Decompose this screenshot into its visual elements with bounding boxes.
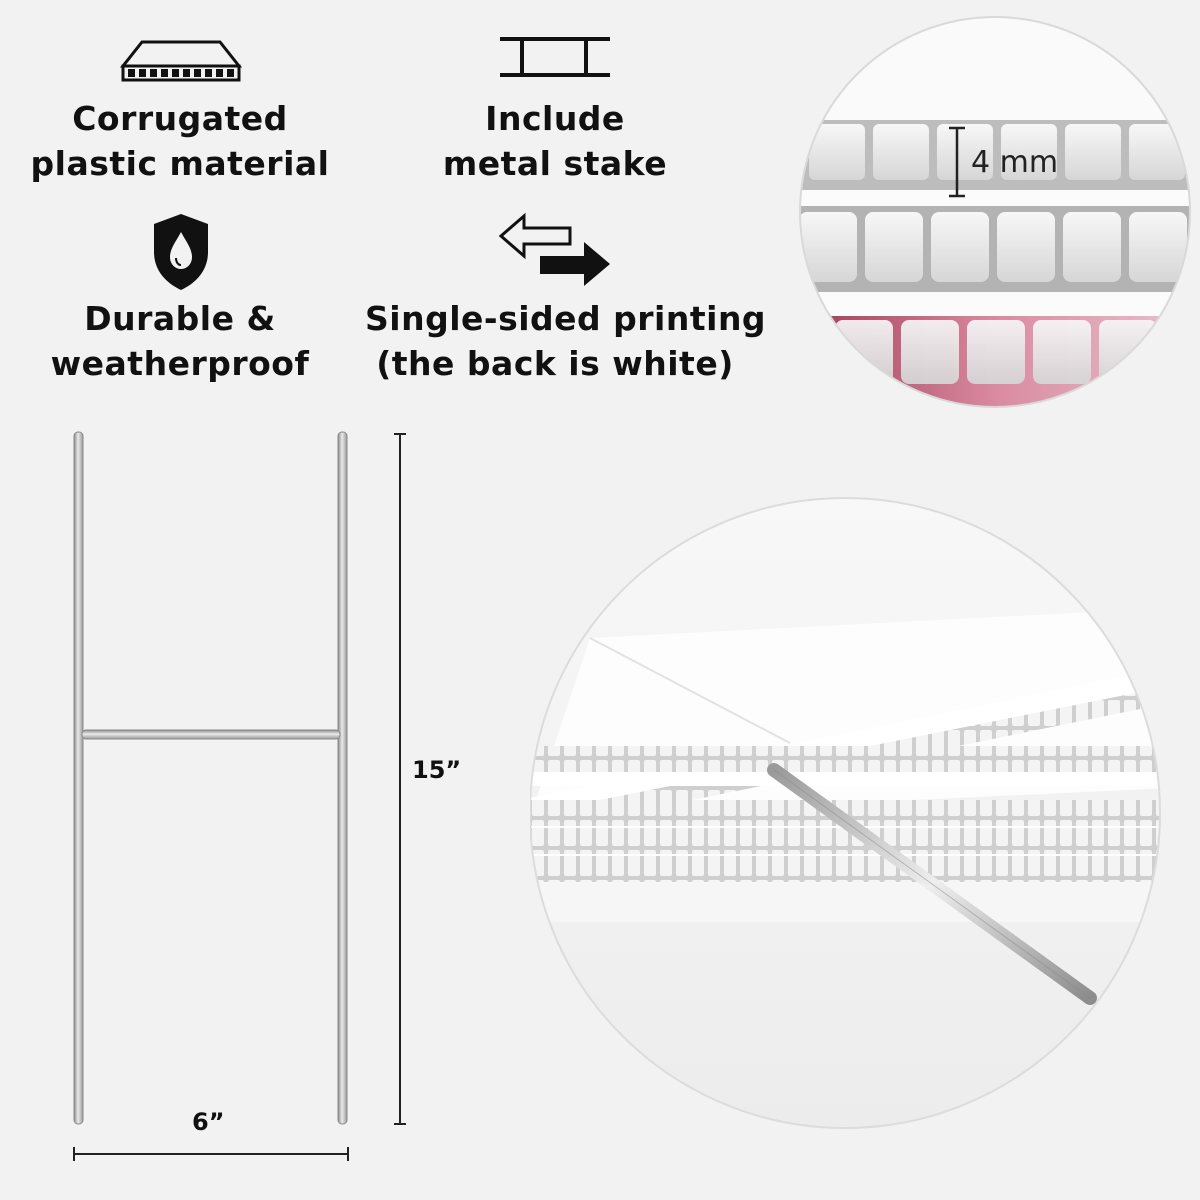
- feature-label-line: metal stake: [442, 144, 668, 183]
- stake-width-label: 6”: [192, 1108, 225, 1136]
- feature-label-line: Corrugated: [72, 99, 288, 138]
- feature-label-durable: Durable & weatherproof: [30, 296, 330, 386]
- feature-label-line: (the back is white): [376, 344, 734, 383]
- h-stake-diagram: [60, 420, 440, 1180]
- feature-label-printing: Single-sided printing (the back is white…: [365, 296, 767, 386]
- shield-drop-icon: [152, 212, 210, 292]
- feature-label-line: Include: [485, 99, 625, 138]
- feature-label-line: Durable &: [84, 299, 276, 338]
- swap-arrows-icon: [498, 212, 614, 288]
- stake-insertion-closeup-image: [530, 488, 1170, 1138]
- feature-label-stake: Include metal stake: [405, 96, 705, 186]
- feature-label-line: Single-sided printing: [365, 299, 767, 338]
- feature-label-line: plastic material: [30, 144, 330, 183]
- feature-label-line: weatherproof: [50, 344, 310, 383]
- corrugated-closeup-image: 4 mm: [795, 12, 1195, 412]
- feature-label-corrugated: Corrugated plastic material: [30, 96, 330, 186]
- stake-height-label: 15”: [412, 756, 462, 784]
- corrugated-board-icon: [120, 38, 242, 84]
- h-stake-icon: [498, 35, 612, 81]
- thickness-label: 4 mm: [971, 145, 1058, 180]
